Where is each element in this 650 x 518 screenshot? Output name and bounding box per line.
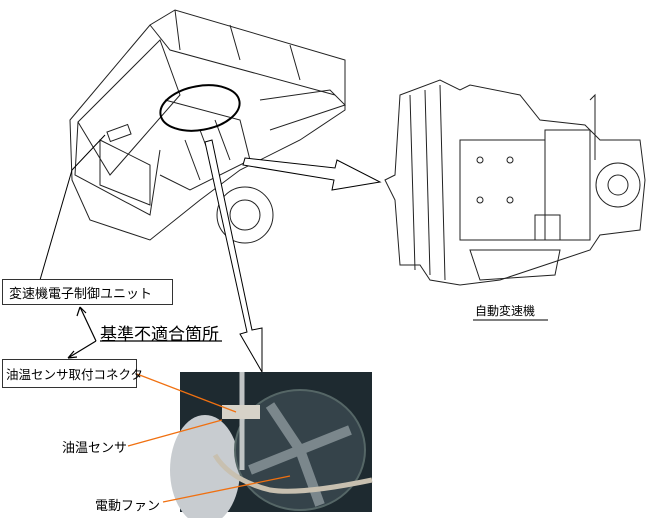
arrow-ecu xyxy=(76,306,97,342)
connector-leader xyxy=(136,373,237,413)
truck-illustration xyxy=(69,9,346,244)
ecu-label: 変速機電子制御ユニット xyxy=(9,286,153,302)
fan-leader xyxy=(162,475,291,503)
arrow-connector xyxy=(67,340,97,359)
arrow-to-transmission xyxy=(242,157,382,191)
fan-photo xyxy=(170,372,373,518)
transmission-illustration xyxy=(384,79,646,286)
connector-label-box: 油温センサ取付コネクタ xyxy=(2,359,143,388)
transmission-label: 自動変速機 xyxy=(475,304,536,318)
connector-label: 油温センサ取付コネクタ xyxy=(6,367,144,382)
sensor-label: 油温センサ xyxy=(62,441,128,456)
fan-label: 電動ファン xyxy=(95,499,161,514)
arrow-to-photo xyxy=(204,139,263,374)
highlight-ellipse xyxy=(159,84,241,132)
ecu-label-box: 変速機電子制御ユニット xyxy=(2,279,173,305)
ecu-leader-line xyxy=(39,169,73,281)
ecu-leader-line-top xyxy=(71,134,106,171)
sensor-leader xyxy=(127,419,223,447)
nonconforming-label: 基準不適合箇所 xyxy=(100,325,219,345)
